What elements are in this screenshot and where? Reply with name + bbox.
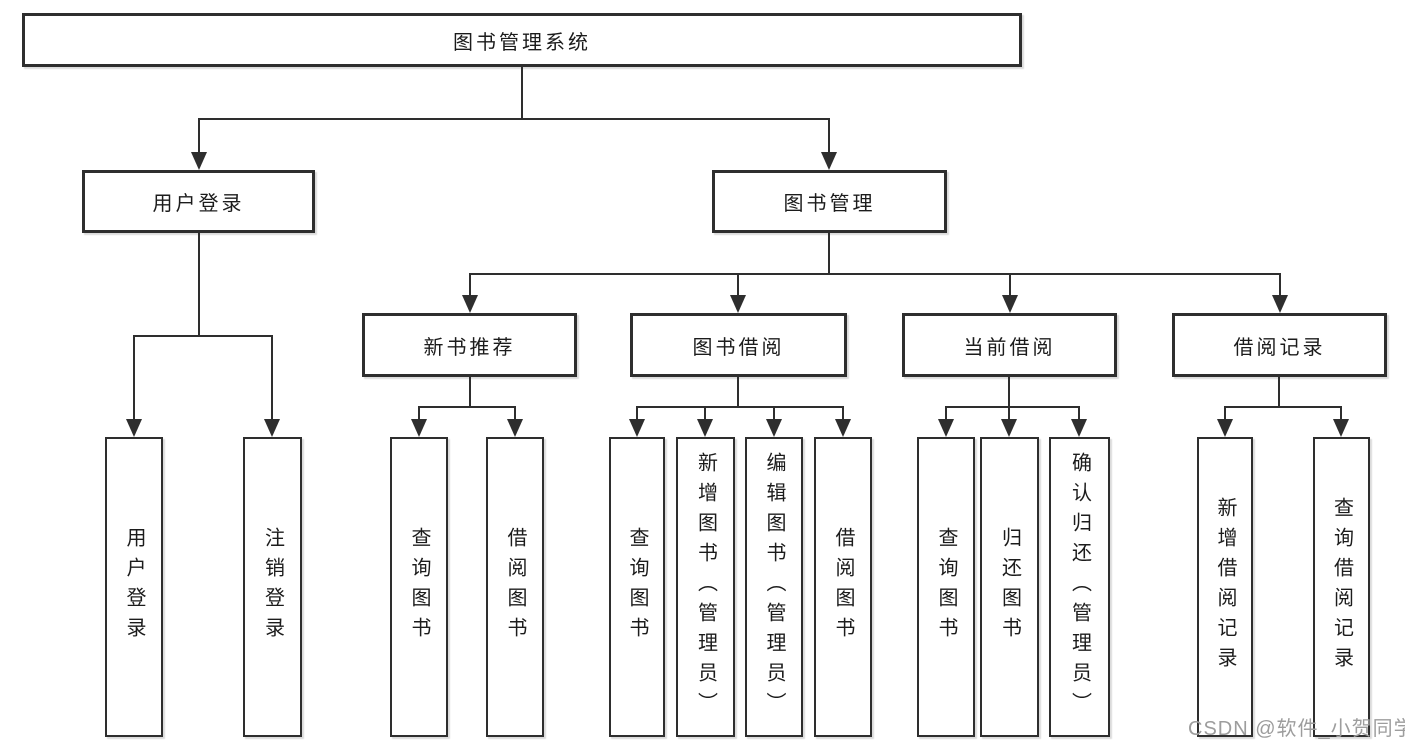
node-new-book-recommend: 新书推荐 [362, 313, 577, 377]
connector-line-v [842, 406, 844, 421]
connector-arrow [730, 295, 746, 313]
connector-line-h [945, 406, 1080, 408]
connector-line-v [198, 233, 200, 335]
connector-arrow [821, 152, 837, 170]
leaf-borrow-edit-book-admin: 编辑图书（管理员） [745, 437, 803, 737]
connector-line-v [418, 406, 420, 421]
leaf-current-query-book-label: 查询图书 [935, 527, 957, 647]
connector-line-v [636, 406, 638, 421]
connector-arrow [1002, 295, 1018, 313]
connector-line-h [198, 118, 830, 120]
connector-arrow [264, 419, 280, 437]
connector-arrow [835, 419, 851, 437]
leaf-borrow-edit-book-admin-label: 编辑图书（管理员） [763, 452, 785, 722]
connector-line-v [1008, 377, 1010, 406]
connector-line-h [418, 406, 516, 408]
leaf-current-confirm-return-admin-label: 确认归还（管理员） [1068, 452, 1091, 722]
connector-line-v [945, 406, 947, 421]
connector-arrow [1272, 295, 1288, 313]
leaf-records-add-record-label: 新增借阅记录 [1214, 497, 1236, 677]
connector-arrow [1071, 419, 1087, 437]
connector-arrow [126, 419, 142, 437]
leaf-borrow-borrow-book-label: 借阅图书 [832, 527, 854, 647]
node-user-login-label: 用户登录 [152, 193, 245, 215]
leaf-user-login: 用户登录 [105, 437, 163, 737]
connector-line-v [773, 406, 775, 421]
connector-line-v [469, 377, 471, 406]
connector-line-h [469, 273, 1281, 275]
node-current-borrow: 当前借阅 [902, 313, 1117, 377]
leaf-borrow-borrow-book: 借阅图书 [814, 437, 872, 737]
leaf-current-confirm-return-admin: 确认归还（管理员） [1049, 437, 1110, 737]
csdn-watermark: CSDN @软件_小贺同学 [1188, 718, 1405, 740]
connector-line-h [1224, 406, 1342, 408]
connector-line-v [521, 67, 523, 118]
connector-arrow [462, 295, 478, 313]
connector-line-h [133, 335, 273, 337]
connector-line-v [1224, 406, 1226, 421]
node-root-label: 图书管理系统 [453, 31, 591, 54]
connector-line-v [1340, 406, 1342, 421]
leaf-current-return-book-label: 归还图书 [998, 527, 1021, 647]
node-new-book-recommend-label: 新书推荐 [423, 336, 516, 359]
node-current-borrow-label: 当前借阅 [963, 336, 1056, 359]
connector-line-v [469, 273, 471, 297]
leaf-logout-login: 注销登录 [243, 437, 302, 737]
node-root: 图书管理系统 [22, 13, 1022, 67]
connector-line-v [737, 377, 739, 406]
connector-arrow [1333, 419, 1349, 437]
connector-line-v [198, 118, 200, 153]
node-user-login: 用户登录 [82, 170, 315, 233]
node-book-borrow-label: 图书借阅 [692, 336, 785, 359]
connector-arrow [697, 419, 713, 437]
connector-line-v [1278, 377, 1280, 406]
leaf-borrow-query-book: 查询图书 [609, 437, 665, 737]
leaf-current-query-book: 查询图书 [917, 437, 975, 737]
leaf-records-query-record-label: 查询借阅记录 [1330, 497, 1353, 677]
leaf-borrow-add-book-admin: 新增图书（管理员） [676, 437, 735, 737]
leaf-recommend-borrow-book: 借阅图书 [486, 437, 544, 737]
connector-line-v [828, 118, 830, 153]
leaf-recommend-query-book: 查询图书 [390, 437, 448, 737]
connector-arrow [1001, 419, 1017, 437]
leaf-user-login-label: 用户登录 [123, 527, 145, 647]
connector-arrow [938, 419, 954, 437]
leaf-recommend-borrow-book-label: 借阅图书 [504, 527, 526, 647]
connector-arrow [766, 419, 782, 437]
connector-line-v [514, 406, 516, 421]
connector-line-v [737, 273, 739, 297]
leaf-records-add-record: 新增借阅记录 [1197, 437, 1253, 737]
connector-line-h [636, 406, 844, 408]
connector-line-v [828, 233, 830, 273]
connector-line-v [1009, 273, 1011, 297]
node-book-borrow: 图书借阅 [630, 313, 847, 377]
node-book-management: 图书管理 [712, 170, 947, 233]
connector-line-v [1008, 406, 1010, 421]
leaf-records-query-record: 查询借阅记录 [1313, 437, 1370, 737]
node-book-management-label: 图书管理 [783, 193, 876, 215]
leaf-borrow-add-book-admin-label: 新增图书（管理员） [694, 452, 717, 722]
connector-arrow [507, 419, 523, 437]
connector-arrow [629, 419, 645, 437]
connector-line-v [133, 335, 135, 419]
connector-arrow [411, 419, 427, 437]
node-borrow-records-label: 借阅记录 [1233, 336, 1326, 359]
leaf-borrow-query-book-label: 查询图书 [626, 527, 648, 647]
connector-line-v [1078, 406, 1080, 421]
node-borrow-records: 借阅记录 [1172, 313, 1387, 377]
connector-line-v [704, 406, 706, 421]
leaf-current-return-book: 归还图书 [980, 437, 1039, 737]
connector-arrow [191, 152, 207, 170]
leaf-recommend-query-book-label: 查询图书 [408, 527, 430, 647]
leaf-logout-login-label: 注销登录 [261, 527, 284, 647]
connector-line-v [271, 335, 273, 419]
connector-line-v [1279, 273, 1281, 297]
connector-arrow [1217, 419, 1233, 437]
